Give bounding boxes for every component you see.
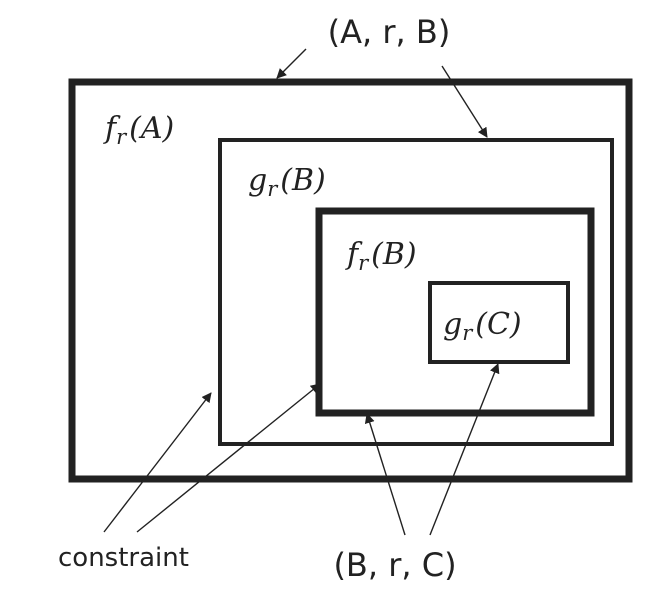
bottom-tuple-label: (B, r, C) — [333, 546, 456, 584]
top-arrow-to-outer — [276, 48, 307, 79]
bottom-arrow-to-third — [364, 413, 406, 536]
inner-arg: (C) — [475, 307, 521, 342]
bottom-arrow-to-inner — [429, 363, 500, 536]
second-func: g — [248, 163, 267, 198]
constraint-arrow-left — [103, 392, 212, 533]
constraint-arrow-right — [136, 383, 321, 533]
second-arg: (B) — [280, 163, 325, 198]
top-arrow-to-second — [441, 65, 488, 138]
constraint-label: constraint — [58, 543, 189, 573]
second-box — [218, 138, 614, 446]
inner-box — [428, 281, 570, 364]
second-sub: r — [267, 177, 279, 201]
third-sub: r — [358, 251, 370, 275]
outer-box-label: fr(A) — [103, 111, 174, 149]
outer-arg: (A) — [129, 111, 174, 146]
third-box — [315, 207, 595, 417]
inner-sub: r — [462, 321, 474, 345]
outer-sub: r — [116, 125, 128, 149]
top-tuple-label: (A, r, B) — [328, 13, 451, 51]
third-arg: (B) — [371, 237, 416, 272]
outer-box — [68, 78, 633, 483]
second-box-label: gr(B) — [248, 163, 326, 201]
inner-box-label: gr(C) — [443, 307, 522, 345]
third-box-label: fr(B) — [345, 237, 417, 275]
inner-func: g — [443, 307, 462, 342]
